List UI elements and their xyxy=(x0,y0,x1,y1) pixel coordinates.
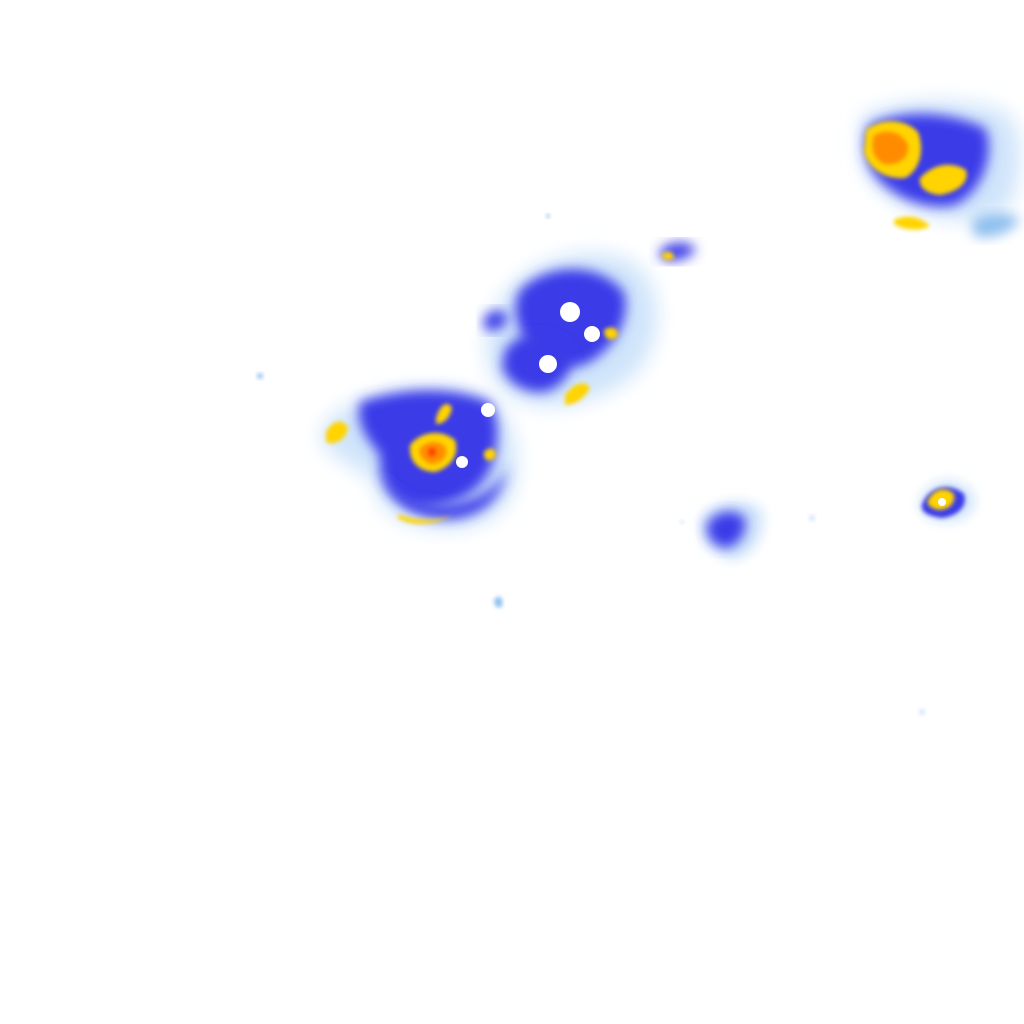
heat-hole xyxy=(456,456,468,468)
heat-region-peak xyxy=(428,448,436,456)
blob-upper-center xyxy=(484,242,696,406)
heat-region-light xyxy=(257,373,263,379)
heat-region-mid xyxy=(326,421,348,444)
heat-region-faint xyxy=(680,520,684,524)
heat-region-mid xyxy=(919,164,967,195)
blob-mid-left xyxy=(320,387,517,529)
heat-region-faint xyxy=(809,515,815,521)
heat-region-low xyxy=(484,310,508,331)
heat-region-light xyxy=(494,596,503,608)
heat-region-mid xyxy=(398,514,452,524)
heat-region-mid xyxy=(604,327,618,340)
heat-region-light xyxy=(972,213,1020,238)
blob-center-small xyxy=(699,501,764,560)
heat-hole xyxy=(584,326,600,342)
heat-hole xyxy=(481,403,495,417)
heat-hole xyxy=(539,355,557,373)
blob-right-middle xyxy=(919,480,975,522)
heat-region-low xyxy=(706,511,746,548)
heat-region-mid xyxy=(565,383,590,405)
heat-region-mid xyxy=(894,216,930,230)
heat-region-mid xyxy=(484,448,496,461)
heat-region-low xyxy=(502,334,572,393)
heat-region-mid xyxy=(662,251,674,261)
blob-top-right xyxy=(862,101,1020,238)
heat-region-light xyxy=(546,214,550,218)
heat-hole xyxy=(560,302,580,322)
heat-region-mid xyxy=(436,403,452,424)
heat-region-low xyxy=(380,465,508,520)
heat-region-high xyxy=(872,131,909,165)
heat-region-faint xyxy=(919,709,925,715)
specks xyxy=(257,214,925,715)
heat-hole xyxy=(938,498,946,506)
